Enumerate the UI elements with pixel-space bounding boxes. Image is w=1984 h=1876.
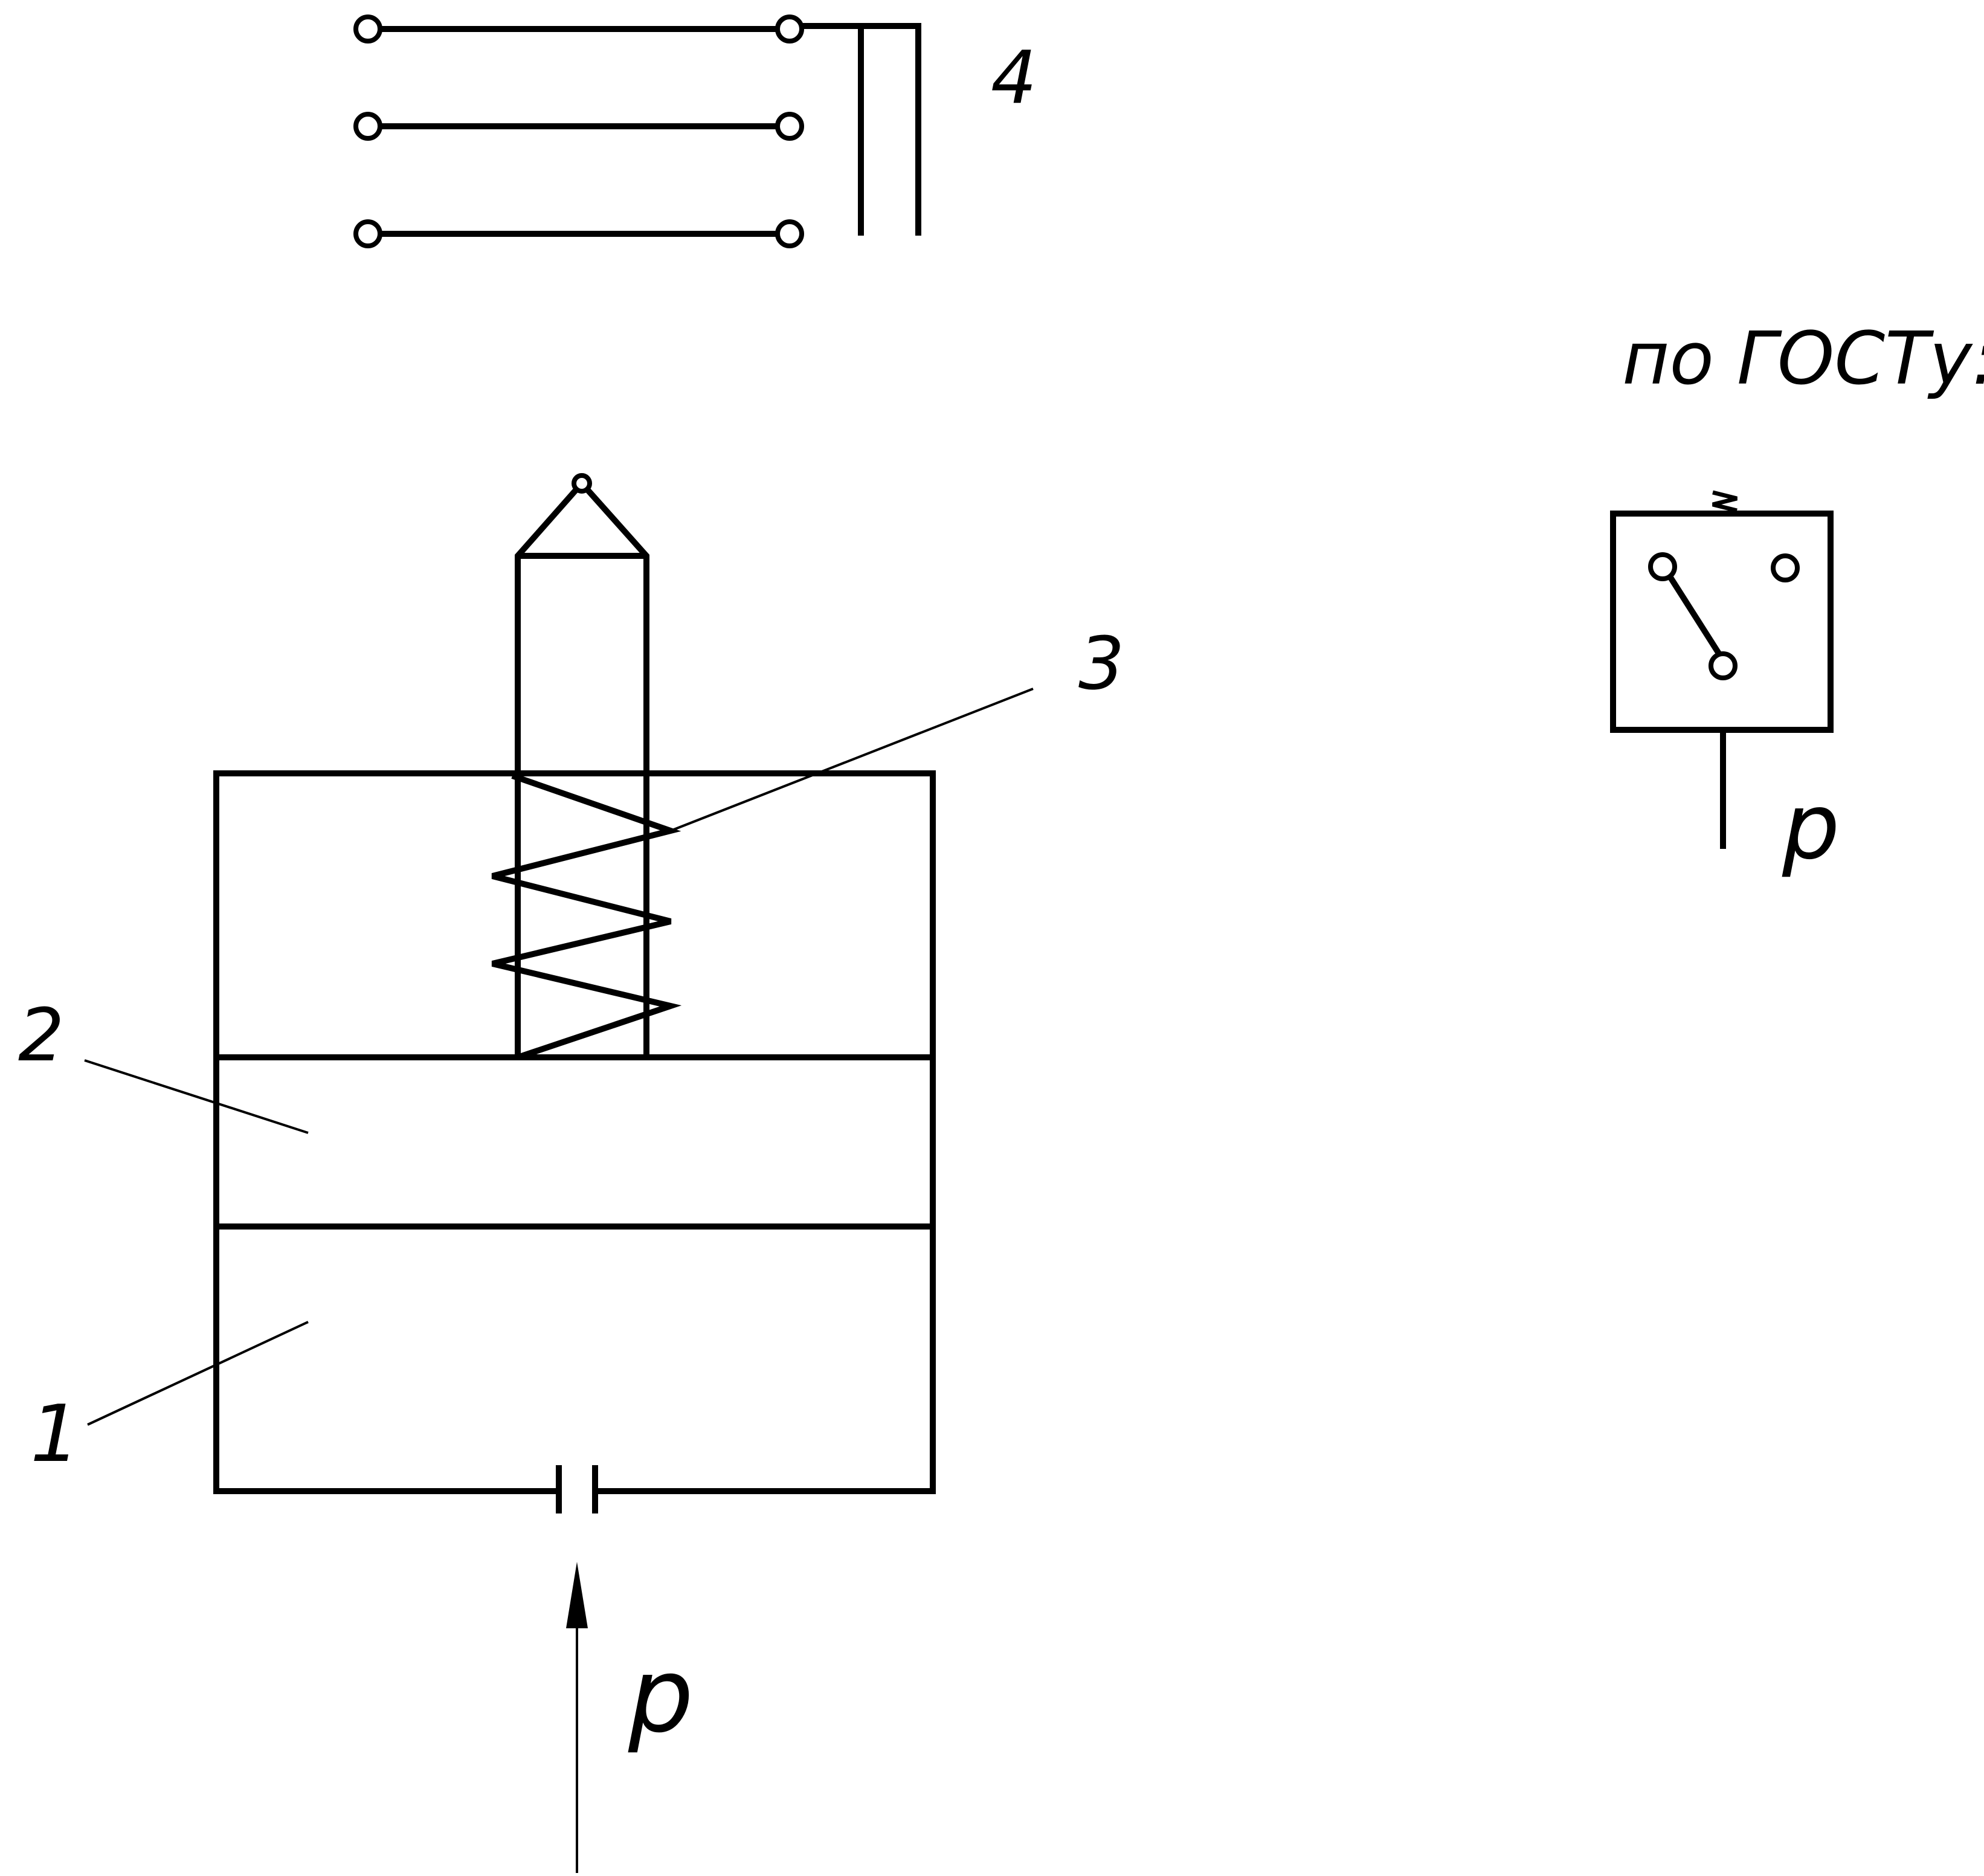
gost-caption: по ГОСТу: [1622,317,1984,401]
gost-terminal-left [1648,552,1677,581]
gost-switch-symbol [1610,490,1834,849]
gost-terminal-bottom [1709,651,1738,680]
gost-spring-mark [1712,490,1738,513]
terminal-circle [353,112,382,141]
pressure-arrow [566,1562,588,1873]
label-part-4: 4 [991,36,1037,120]
label-part-2: 2 [18,994,64,1078]
leader-line-1 [87,1321,309,1426]
plunger-rod [515,473,649,1057]
housing [213,770,936,1513]
terminal-circle [775,112,804,141]
gost-terminal-right [1771,553,1800,582]
terminal-circle [353,219,382,248]
contact-group [353,15,921,248]
inlet-gap [559,1483,595,1499]
terminal-circle [775,219,804,248]
gost-symbol-frame [1610,511,1834,733]
arrow-head [566,1562,588,1628]
label-part-1: 1 [30,1388,80,1480]
pressure-label-gost: p [1782,775,1840,880]
label-part-3: 3 [1078,622,1124,706]
contact-bridge-outer [790,23,921,236]
gost-switch-lever [1661,566,1731,669]
terminal-circle [775,15,804,44]
leader-line-2 [84,1059,309,1134]
housing-outline [213,770,936,1494]
pressure-label-main: p [628,1636,694,1756]
leader-line-3 [670,688,1034,832]
terminal-circle [353,15,382,44]
rod-tip-circle [572,473,592,494]
